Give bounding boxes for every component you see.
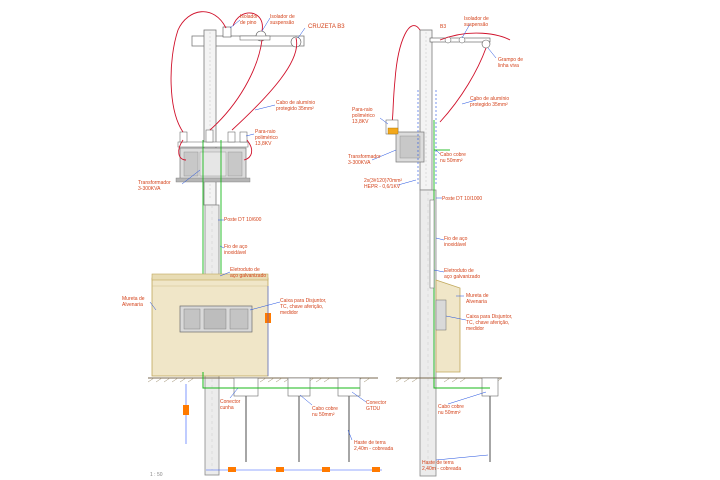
label-fio-aco-left: Fio de aço inoxidável [224, 244, 248, 256]
overhead-cables-left [170, 11, 298, 161]
label-isolator-pino: Isolador de pino [240, 14, 258, 26]
label-eletroduto-left: Eletroduto de aço galvanizado [230, 267, 267, 279]
transformer-left [175, 147, 251, 183]
conduit-right [429, 199, 435, 289]
label-mureta-left: Mureta de Alvenaria [122, 296, 145, 308]
arresters-left [179, 129, 248, 143]
right-side-view [371, 23, 511, 477]
label-cabo-cobre-left: Cabo cobre nu 50mm² [312, 406, 338, 418]
label-transformador-left: Transformador 3-300KVA [138, 180, 171, 192]
label-cabo-aluminio-right: Cabo de alumínio protegido 35mm² [470, 96, 510, 108]
label-fio-aco-right: Fio de aço inoxidável [444, 236, 468, 248]
label-isolator-suspensao-right: Isolador de suspensão [464, 16, 489, 28]
label-haste-left: Haste de terra 2,40m - cobreada [354, 440, 394, 452]
leader-lines-left [149, 17, 367, 441]
ground-rods-left [245, 396, 350, 462]
transformer-platform [177, 141, 249, 148]
label-poste-right: Poste DT 10/1000 [442, 196, 483, 202]
label-haste-right: Haste de terra 2,40m - cobreada [422, 460, 462, 472]
insulators-left [222, 26, 302, 48]
scale-note: 1 : 50 [150, 472, 163, 478]
label-conector-cunha: Conector cunha [220, 399, 241, 411]
ground-level-right [395, 377, 503, 462]
label-para-raio-right: Para-raio polimérico 13,8KV [352, 107, 375, 125]
transformer-right [385, 119, 425, 163]
buried-ground-cable-left [202, 372, 360, 389]
label-cruzeta: CRUZETA B3 [308, 24, 345, 30]
label-b3: B3 [440, 24, 447, 30]
meter-wall-right [435, 279, 461, 373]
label-cabo-epr: 2x(3#120)70mm² HEPR - 0,6/1KV [364, 178, 403, 190]
ground-pits-left [233, 377, 361, 397]
label-cabo-cobre-bottom-right: Cabo cobre nu 50mm² [438, 404, 464, 416]
left-front-view [147, 11, 382, 476]
label-eletroduto-right: Eletroduto de aço galvanizado [444, 268, 481, 280]
label-para-raio-left: Para-raio polimérico 13,8KV [255, 129, 278, 147]
label-isolator-suspensao: Isolador de suspensão [270, 14, 295, 26]
label-cabo-cobre-top-right: Cabo cobre nu 50mm² [440, 152, 466, 164]
label-transformador-right: Transformador 3-300KVA [348, 154, 381, 166]
leader-lines-right [371, 23, 497, 461]
crossarm-right [429, 36, 491, 49]
label-mureta-right: Mureta de Alvenaria [466, 293, 489, 305]
label-caixa-left: Caixa para Disjuntor, TC, chave aferição… [280, 298, 327, 316]
label-cabo-aluminio-left: Cabo de alumínio protegido 35mm² [276, 100, 316, 112]
label-caixa-right: Caixa para Disjuntor, TC, chave aferição… [466, 314, 513, 332]
ground-pit-right [481, 377, 499, 397]
meter-wall-left [151, 273, 269, 377]
label-poste-left: Poste DT 10/600 [224, 217, 262, 223]
dimension-line-left [183, 286, 382, 472]
label-grampo: Grampo de linha viva [498, 57, 524, 69]
label-conector-gtdu: Conector GTDU [366, 400, 387, 412]
overhead-cables-right [389, 25, 511, 129]
